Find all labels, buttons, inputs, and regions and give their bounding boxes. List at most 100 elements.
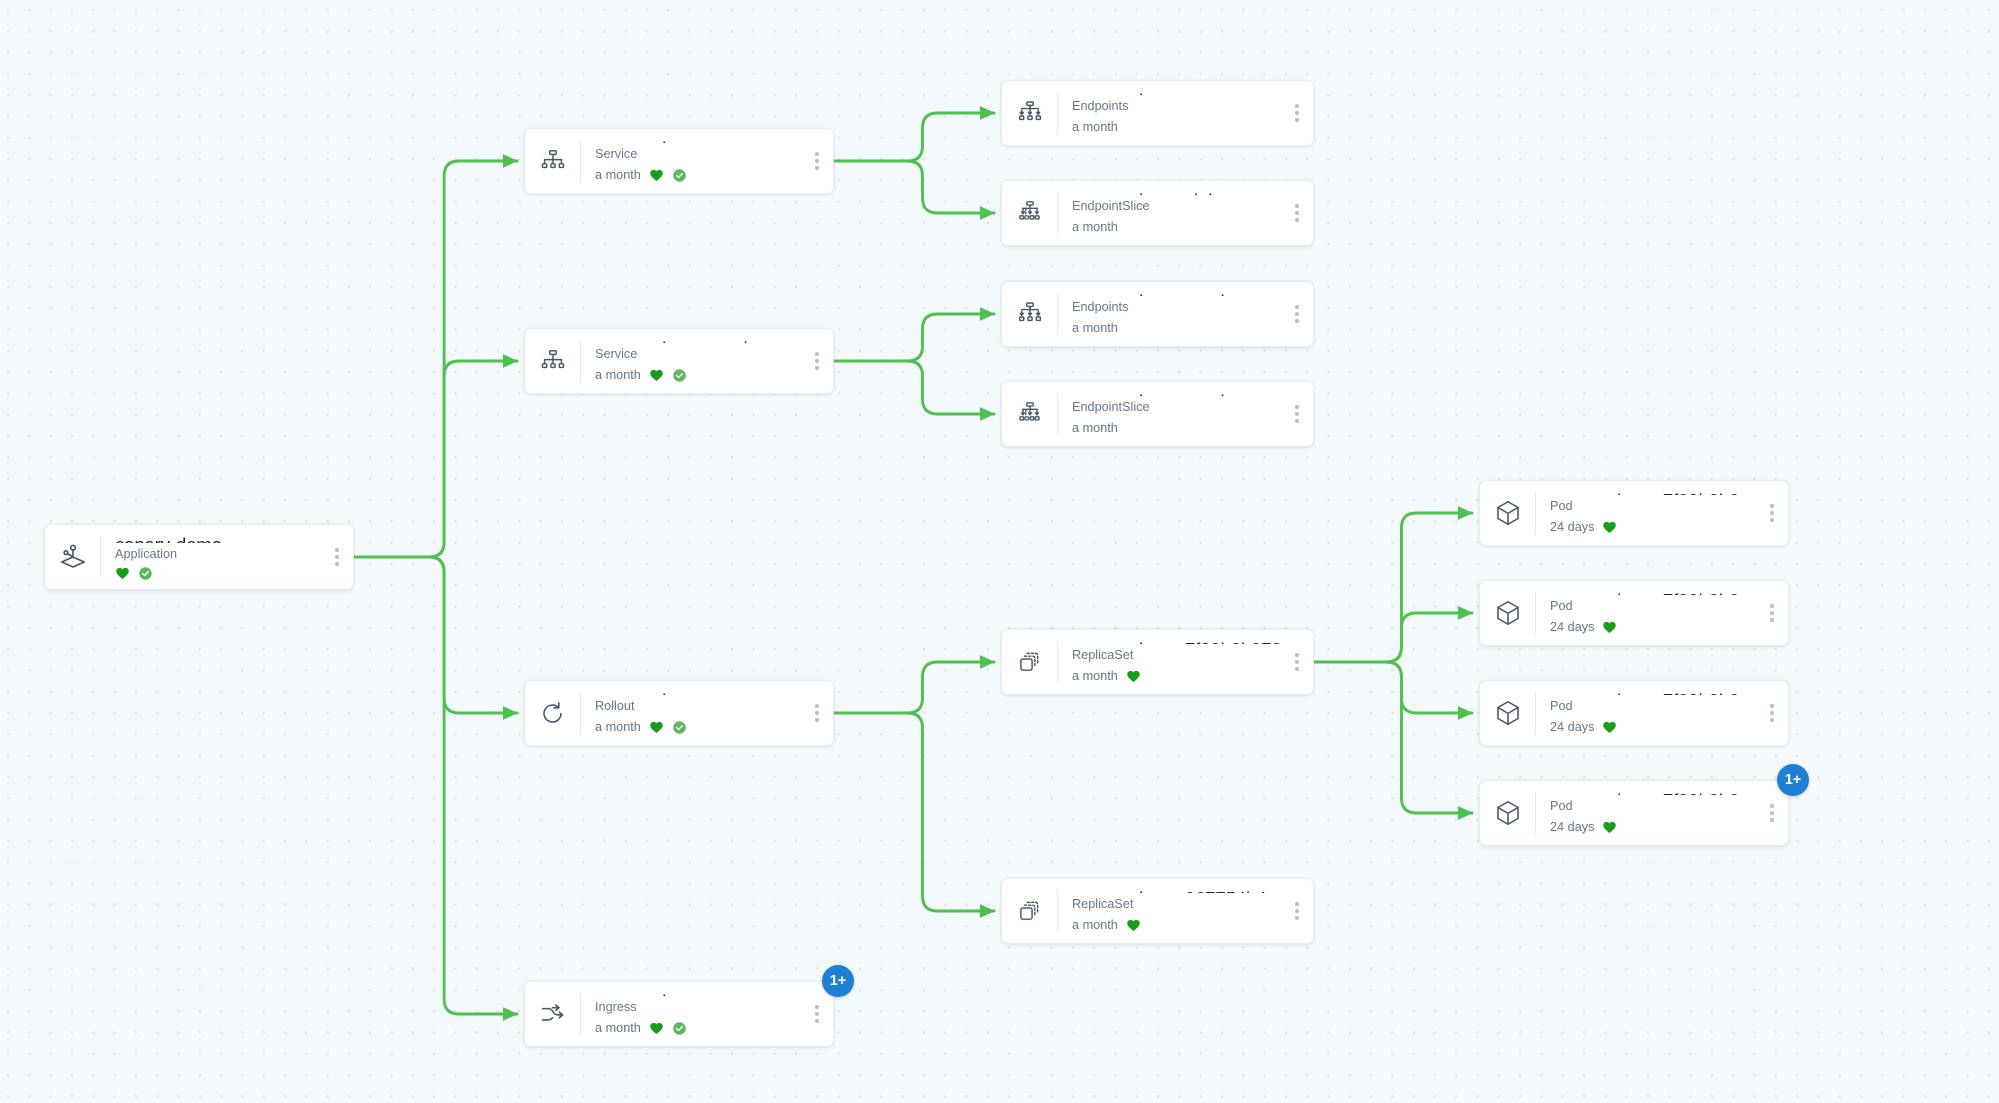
resource-status-row: a month [595,1019,807,1038]
resource-node-pod-2[interactable]: canary-demo-7f89b8b97… Pod 24 days [1479,580,1789,646]
resource-name: canary-demo-preview-v… [1072,391,1287,396]
node-divider [580,340,581,382]
resource-age: a month [595,1020,641,1035]
pod-icon [1480,481,1535,545]
edge-app-to-rollout-canary-demo [352,555,519,720]
node-menu-button[interactable] [1287,630,1313,694]
resource-name: canary-demo-7f89b8b978 [1072,639,1287,644]
service-icon [525,329,580,393]
edge-svc-canary-demo-preview-to-eps-canary-demo-preview-v [832,359,996,421]
collapsed-count-badge[interactable]: 1+ [822,965,854,997]
resource-status-row: a month [1072,667,1287,686]
resource-node-ep-canary-demo-preview[interactable]: canary-demo-preview Endpoints a month [1001,281,1314,347]
node-menu-button[interactable] [807,982,833,1046]
resource-name: canary-demo [595,138,807,143]
resource-kind: Rollout [595,699,635,714]
resource-node-app[interactable]: canary-demo Application [44,524,354,590]
health-status-icon [115,566,153,581]
resource-name: canary-demo [595,991,807,996]
resource-node-rollout-canary-demo[interactable]: canary-demo Rollout a month [524,680,834,746]
resource-node-pod-3[interactable]: canary-demo-7f89b8b97… Pod 24 days [1479,680,1789,746]
service-icon [525,129,580,193]
resource-name: canary-demo-7f89b8b97… [1550,490,1762,495]
node-menu-button[interactable] [1762,681,1788,745]
edge-app-to-ingress-canary-demo [352,555,519,1021]
resource-kind: Application [115,547,178,562]
pod-icon [1480,681,1535,745]
resource-status-row: 24 days [1550,818,1762,837]
health-status-icon [649,368,687,383]
node-divider [1057,890,1058,932]
node-divider [1535,692,1536,734]
resource-age: 24 days [1550,519,1595,534]
resource-kind: Service [595,147,638,162]
resource-node-pod-4[interactable]: 1+ canary-demo-7f89b8b97… Pod 24 days [1479,764,1809,854]
resource-age: a month [1072,219,1118,234]
health-status-icon [1602,820,1617,835]
node-divider [1535,792,1536,834]
health-status-icon [649,720,687,735]
resource-name: canary-demo [595,690,807,695]
resource-status-row: 24 days [1550,718,1762,737]
resource-status-row: a month [595,366,807,385]
node-divider [1057,393,1058,435]
node-menu-button[interactable] [1287,181,1313,245]
node-menu-button[interactable] [1287,81,1313,145]
node-menu-button[interactable] [807,329,833,393]
node-menu-button[interactable] [1287,382,1313,446]
resource-age: 24 days [1550,719,1595,734]
resource-name: canary-demo [115,534,327,543]
resource-age: a month [1072,320,1118,335]
node-divider [1057,641,1058,683]
pod-icon [1480,581,1535,645]
node-menu-button[interactable] [1287,879,1313,943]
resource-age: 24 days [1550,619,1595,634]
resource-name: canary-demo-967754b4c [1072,888,1287,893]
node-divider [1535,492,1536,534]
node-menu-button[interactable] [1287,282,1313,346]
resource-kind: ReplicaSet [1072,897,1134,912]
node-menu-button[interactable] [807,129,833,193]
node-divider [580,993,581,1035]
resource-node-eps-canary-demo-clpjw[interactable]: canary-demo-clpjw EndpointSlice a month [1001,180,1314,246]
resource-status-row: a month [1072,218,1287,237]
resource-kind: Service [595,347,638,362]
resource-status-row: a month [595,718,807,737]
node-menu-button[interactable] [1762,781,1788,845]
resource-node-eps-canary-demo-preview-v[interactable]: canary-demo-preview-v… EndpointSlice a m… [1001,381,1314,447]
node-menu-button[interactable] [1762,581,1788,645]
resource-node-ingress-canary-demo[interactable]: 1+ canary-demo Ingress a month [524,965,854,1055]
node-menu-button[interactable] [1762,481,1788,545]
resource-age: a month [1072,119,1118,134]
resource-node-ep-canary-demo[interactable]: canary-demo Endpoints a month [1001,80,1314,146]
resource-kind: EndpointSlice [1072,400,1150,415]
resource-node-svc-canary-demo-preview[interactable]: canary-demo-preview Service a month [524,328,834,394]
resource-name: canary-demo-7f89b8b97… [1550,690,1762,695]
collapsed-count-badge[interactable]: 1+ [1777,764,1809,796]
resource-node-rs-7f89b8b978[interactable]: canary-demo-7f89b8b978 ReplicaSet a mont… [1001,629,1314,695]
health-status-icon [1602,720,1617,735]
resource-status-row: a month [595,166,807,185]
edge-app-to-svc-canary-demo [352,154,519,559]
resource-node-pod-1[interactable]: canary-demo-7f89b8b97… Pod 24 days [1479,480,1789,546]
resource-kind: Endpoints [1072,99,1129,114]
endpoints-icon [1002,81,1057,145]
resource-name: canary-demo-7f89b8b97… [1550,590,1762,595]
node-menu-button[interactable] [327,525,353,589]
resource-name: canary-demo [1072,90,1287,95]
replicaset-icon [1002,879,1057,943]
ingress-icon [525,982,580,1046]
edge-svc-canary-demo-preview-to-ep-canary-demo-preview [832,307,996,363]
edge-rollout-canary-demo-to-rs-967754b4c [832,711,996,918]
node-divider [1057,293,1058,335]
node-menu-button[interactable] [807,681,833,745]
resource-node-rs-967754b4c[interactable]: canary-demo-967754b4c ReplicaSet a month [1001,878,1314,944]
node-divider [1057,192,1058,234]
endpoints-icon [1002,282,1057,346]
resource-age: a month [1072,668,1118,683]
resource-node-svc-canary-demo[interactable]: canary-demo Service a month [524,128,834,194]
edge-svc-canary-demo-to-ep-canary-demo [832,106,996,163]
edge-rs-7f89b8b978-to-pod-4 [1312,660,1474,820]
health-status-icon [1126,918,1141,933]
